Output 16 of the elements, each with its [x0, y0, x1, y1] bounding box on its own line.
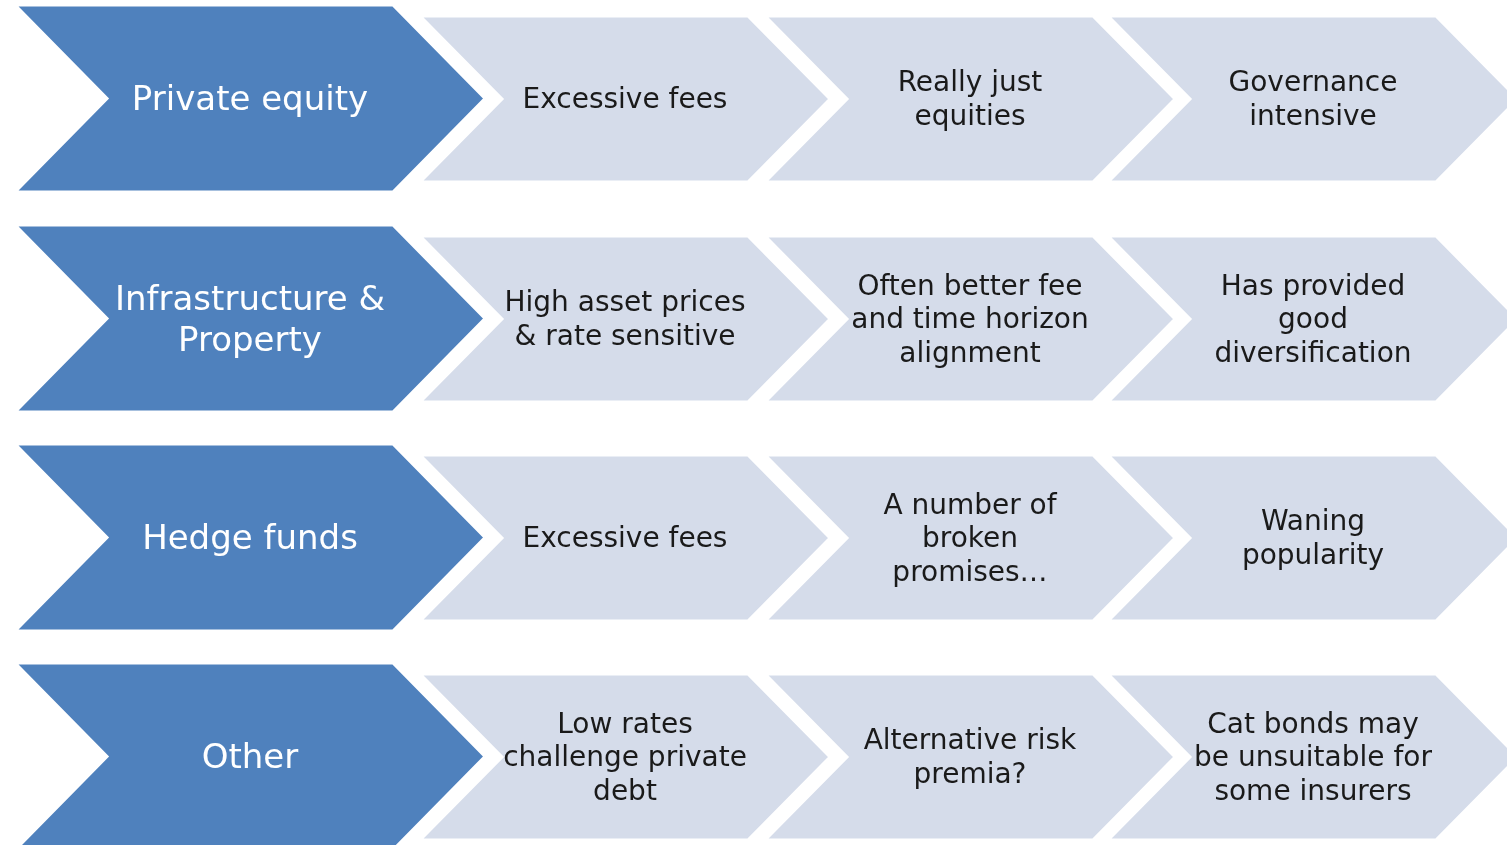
row-heading: Infrastructure & Property	[114, 277, 386, 360]
chevron-label: Has provided good diversification	[1213, 268, 1413, 370]
chevron-label: Cat bonds may be unsuitable for some insurers	[1193, 706, 1433, 808]
chevron-label: Excessive fees	[522, 82, 728, 116]
chevron-label: Excessive fees	[522, 521, 728, 555]
chevron-label: Often better fee and time horizon alignment	[850, 268, 1090, 370]
chevron-label: Really just equities	[896, 65, 1044, 133]
row-heading: Private equity	[131, 78, 369, 119]
row-heading: Other	[201, 736, 299, 777]
chevron-label: Governance intensive	[1227, 65, 1399, 133]
chevron-label: Alternative risk premia?	[862, 723, 1078, 791]
chevron-label: A number of broken promises…	[882, 487, 1058, 589]
chevron-label: Low rates challenge private debt	[502, 706, 748, 808]
chevron-label: Waning popularity	[1240, 504, 1386, 572]
row-heading: Hedge funds	[142, 517, 358, 558]
chevron-label: High asset prices & rate sensitive	[503, 285, 747, 353]
